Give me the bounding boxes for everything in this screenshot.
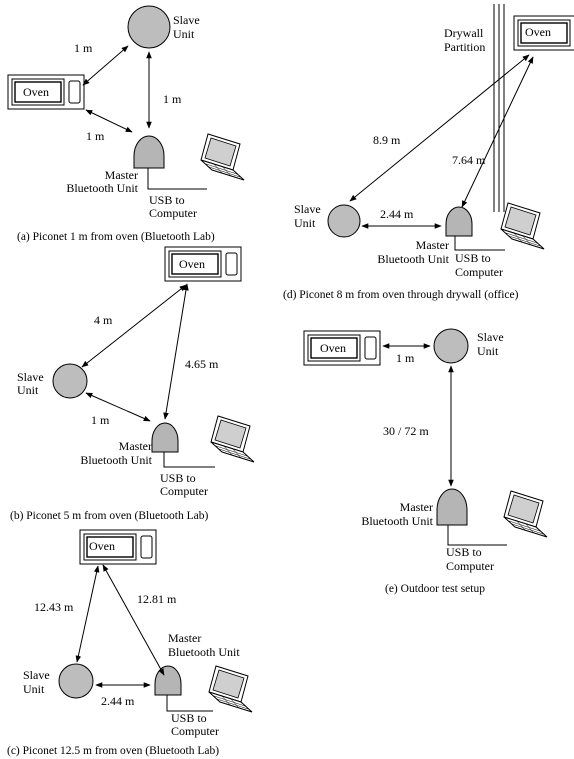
distance-label: 1 m (396, 351, 415, 365)
usb-label: Computer (455, 265, 503, 279)
master-unit (133, 135, 165, 169)
distance-label: 4.65 m (185, 357, 219, 371)
slave-unit (52, 363, 88, 399)
usb-cable (166, 695, 213, 712)
distance-label: 1 m (74, 41, 93, 55)
distance-label: 4 m (94, 313, 113, 327)
distance-arrow (85, 392, 151, 422)
panel-caption: (b) Piconet 5 m from oven (Bluetooth Lab… (10, 510, 209, 522)
usb-label: Computer (160, 484, 208, 498)
master-label: Master (416, 238, 449, 252)
slave-label: Unit (294, 216, 316, 230)
distance-label: 1 m (91, 413, 110, 427)
master-label: Bluetooth Unit (168, 645, 240, 659)
distance-label: 1 m (86, 129, 105, 143)
slave-label: Unit (477, 344, 499, 358)
slave-unit (327, 204, 361, 238)
laptop-icon (210, 415, 255, 463)
master-label: Master (400, 500, 433, 514)
slave-unit (433, 328, 469, 364)
usb-cable (147, 168, 207, 190)
distance-label: 1 m (163, 92, 182, 106)
panel-caption: (c) Piconet 12.5 m from oven (Bluetooth … (7, 745, 219, 757)
slave-label: Slave (294, 202, 321, 216)
usb-label: USB to (455, 251, 491, 265)
usb-cable (163, 452, 215, 468)
master-label: Bluetooth Unit (80, 453, 152, 467)
distance-label: 8.9 m (373, 133, 401, 147)
panel-caption: (e) Outdoor test setup (385, 583, 485, 595)
panel-caption: (a) Piconet 1 m from oven (Bluetooth Lab… (17, 231, 215, 243)
oven-label: Oven (320, 341, 346, 355)
panel-e: Oven Slave Unit Master Bluetooth Unit US… (303, 328, 548, 595)
distance-arrow (163, 283, 189, 420)
master-unit (436, 488, 468, 526)
usb-label: Computer (446, 559, 494, 573)
slave-label: Unit (173, 27, 195, 41)
distance-label: 12.43 m (34, 600, 74, 614)
master-label: Master (119, 439, 152, 453)
slave-unit (127, 5, 171, 49)
usb-label: Computer (149, 206, 197, 220)
laptop-icon (503, 490, 548, 538)
slave-unit (58, 663, 94, 699)
laptop-icon (208, 665, 253, 713)
distance-arrow (85, 109, 133, 133)
usb-label: USB to (171, 711, 207, 725)
usb-label: Computer (171, 724, 219, 738)
panel-d: Drywall Partition Oven Slave Unit Master… (283, 4, 574, 301)
panel-a: Slave Unit Oven Master Bluetooth Unit US… (7, 5, 245, 243)
distance-label: 30 / 72 m (383, 424, 429, 438)
laptop-icon (500, 202, 545, 250)
drywall-label: Partition (444, 40, 485, 54)
distance-label: 2.44 m (380, 207, 414, 221)
distance-arrow (82, 45, 129, 86)
panel-b: Oven Slave Unit Master Bluetooth Unit US… (10, 246, 255, 522)
panel-caption: (d) Piconet 8 m from oven through drywal… (283, 289, 519, 301)
usb-label: USB to (160, 471, 196, 485)
slave-label: Unit (23, 682, 45, 696)
distance-arrow (75, 565, 100, 663)
master-label: Bluetooth Unit (377, 252, 449, 266)
slave-label: Slave (173, 13, 200, 27)
oven-label: Oven (179, 257, 205, 271)
usb-cable (454, 236, 505, 251)
usb-label: USB to (149, 193, 185, 207)
laptop-icon (200, 133, 245, 181)
master-label: Master (168, 631, 201, 645)
oven-label: Oven (525, 25, 551, 39)
slave-label: Slave (23, 668, 50, 682)
usb-label: USB to (446, 545, 482, 559)
master-unit (445, 206, 473, 237)
master-label: Master (105, 168, 138, 182)
slave-label: Unit (17, 383, 39, 397)
panel-c: Oven Slave Unit Master Bluetooth Unit US… (7, 529, 253, 757)
slave-label: Slave (17, 370, 44, 384)
slave-label: Slave (477, 330, 504, 344)
master-label: Bluetooth Unit (361, 514, 433, 528)
master-label: Bluetooth Unit (66, 181, 138, 195)
distance-arrow (102, 564, 165, 676)
oven-label: Oven (23, 85, 49, 99)
usb-cable (447, 525, 507, 546)
oven-label: Oven (89, 539, 115, 553)
distance-arrow (461, 56, 534, 208)
distance-label: 7.64 m (452, 153, 486, 167)
distance-arrow (349, 54, 530, 202)
master-unit (151, 422, 179, 453)
distance-label: 12.81 m (137, 592, 177, 606)
drywall-label: Drywall (444, 26, 484, 40)
master-unit (154, 665, 182, 696)
distance-label: 2.44 m (101, 694, 135, 708)
